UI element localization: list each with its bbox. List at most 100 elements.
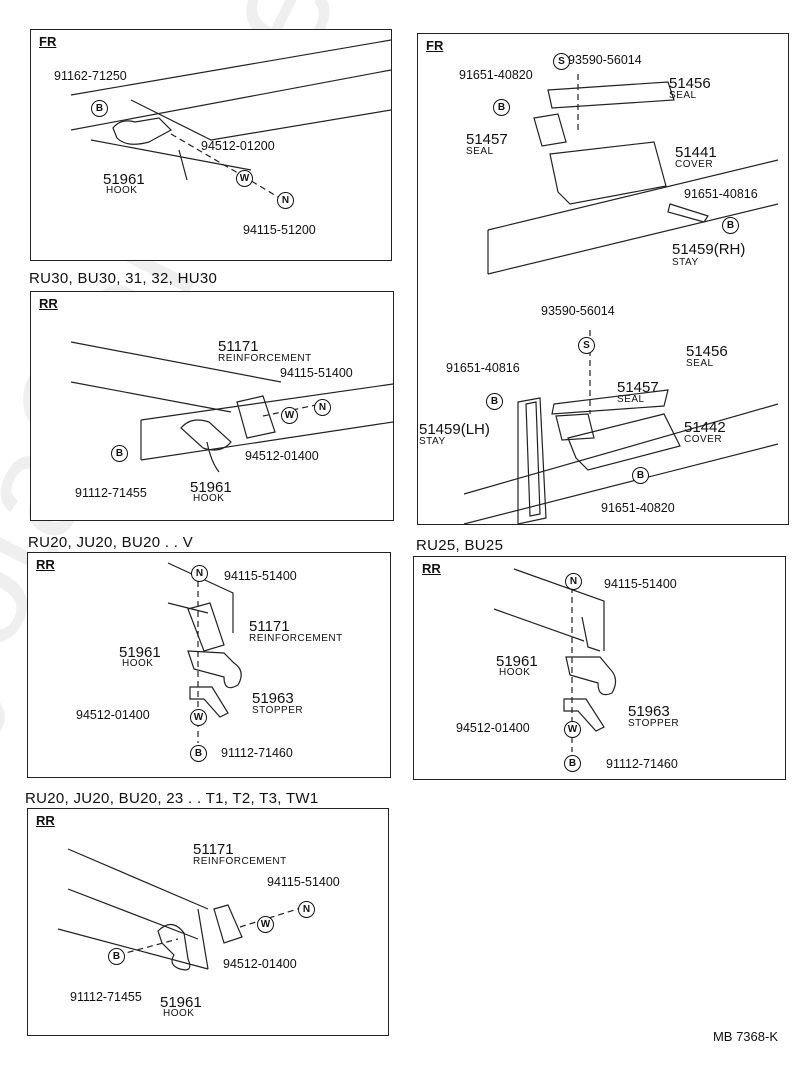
washer-symbol: W bbox=[190, 709, 207, 726]
section-title: RU20, JU20, BU20 . . V bbox=[28, 534, 194, 551]
fr-hook-drawing bbox=[70, 39, 391, 201]
rr-hook-b-drawing bbox=[167, 562, 242, 743]
screw-part-number: 93590-56014 bbox=[541, 304, 615, 318]
bolt-part-number: 91651-40820 bbox=[459, 68, 533, 82]
bolt-symbol: B bbox=[190, 745, 207, 762]
bolt-symbol: B bbox=[493, 99, 510, 116]
nut-symbol: N bbox=[191, 565, 208, 582]
screw-part-number: 93590-56014 bbox=[568, 53, 642, 67]
hook-description: HOOK bbox=[163, 1008, 195, 1019]
nut-symbol: N bbox=[298, 901, 315, 918]
panel-tag-rr: RR bbox=[39, 296, 58, 311]
nut-part-number: 94115-51400 bbox=[280, 366, 353, 380]
fr-cover-drawing bbox=[463, 74, 779, 524]
panel-rr-hook-a: RR W N B bbox=[30, 291, 394, 521]
hook-description: HOOK bbox=[499, 667, 531, 678]
section-title: RU25, BU25 bbox=[416, 537, 504, 554]
stopper-part-number: 51963 bbox=[628, 703, 670, 720]
stopper-description: STOPPER bbox=[252, 705, 304, 716]
washer-part-number: 94512-01400 bbox=[76, 708, 150, 722]
hook-part-number: 51961 bbox=[496, 653, 538, 670]
nut-symbol: N bbox=[565, 573, 582, 590]
panel-tag-fr: FR bbox=[426, 38, 444, 53]
bolt-symbol: B bbox=[722, 217, 739, 234]
rr-hook-c-drawing bbox=[493, 568, 617, 752]
rr-hook-a-drawing bbox=[70, 341, 393, 473]
nut-symbol: N bbox=[277, 192, 294, 209]
reinforcement-description: REINFORCEMENT bbox=[193, 856, 287, 867]
washer-symbol: W bbox=[564, 721, 581, 738]
bolt-symbol: B bbox=[108, 948, 125, 965]
seal-description: SEAL bbox=[466, 146, 494, 157]
washer-part-number: 94512-01200 bbox=[201, 139, 275, 153]
hook-description: HOOK bbox=[122, 658, 154, 669]
hook-part-number: 51961 bbox=[160, 994, 202, 1011]
seal-description: SEAL bbox=[617, 394, 645, 405]
bolt-symbol: B bbox=[486, 393, 503, 410]
nut-part-number: 94115-51400 bbox=[224, 569, 297, 583]
washer-symbol: W bbox=[281, 407, 298, 424]
bolt-symbol: B bbox=[632, 467, 649, 484]
hook-part-number: 51961 bbox=[190, 479, 232, 496]
bolt-part-number: 91112-71455 bbox=[75, 486, 147, 500]
stay-description: STAY bbox=[419, 436, 446, 447]
rr-hook-d-drawing bbox=[57, 848, 305, 971]
washer-part-number: 94512-01400 bbox=[223, 957, 297, 971]
bolt-symbol: B bbox=[111, 445, 128, 462]
seal-part-number: 51457 bbox=[617, 379, 659, 396]
bolt-part-number: 91112-71460 bbox=[221, 746, 293, 760]
bolt-part-number: 91112-71455 bbox=[70, 990, 142, 1004]
bolt-part-number: 91112-71460 bbox=[606, 757, 678, 771]
stay-part-number: 51459(RH) bbox=[672, 241, 746, 258]
washer-symbol: W bbox=[257, 916, 274, 933]
cover-description: COVER bbox=[684, 434, 723, 445]
cover-description: COVER bbox=[675, 159, 714, 170]
reinforcement-description: REINFORCEMENT bbox=[249, 633, 343, 644]
seal-part-number: 51456 bbox=[669, 75, 711, 92]
washer-part-number: 94512-01400 bbox=[456, 721, 530, 735]
seal-part-number: 51456 bbox=[686, 343, 728, 360]
bolt-part-number: 91651-40816 bbox=[684, 187, 758, 201]
section-title: RU30, BU30, 31, 32, HU30 bbox=[29, 270, 218, 287]
bolt-symbol: B bbox=[564, 755, 581, 772]
bolt-part-number: 91162-71250 bbox=[54, 69, 127, 83]
panel-rr-hook-c: RR N W B bbox=[413, 556, 786, 780]
screw-symbol: S bbox=[578, 337, 595, 354]
screw-symbol: S bbox=[553, 53, 570, 70]
panel-tag-rr: RR bbox=[422, 561, 441, 576]
panel-tag-fr: FR bbox=[39, 34, 57, 49]
bolt-part-number: 91651-40820 bbox=[601, 501, 675, 515]
nut-symbol: N bbox=[314, 399, 331, 416]
cover-part-number: 51441 bbox=[675, 144, 717, 161]
washer-part-number: 94512-01400 bbox=[245, 449, 319, 463]
stopper-description: STOPPER bbox=[628, 718, 680, 729]
section-title: RU20, JU20, BU20, 23 . . T1, T2, T3, TW1 bbox=[25, 790, 319, 807]
nut-part-number: 94115-51200 bbox=[243, 223, 316, 237]
cover-part-number: 51442 bbox=[684, 419, 726, 436]
seal-description: SEAL bbox=[686, 358, 714, 369]
seal-part-number: 51457 bbox=[466, 131, 508, 148]
stopper-part-number: 51963 bbox=[252, 690, 294, 707]
document-code: MB 7368-K bbox=[712, 1029, 778, 1044]
nut-part-number: 94115-51400 bbox=[604, 577, 677, 591]
hook-part-number: 51961 bbox=[103, 171, 145, 188]
stay-description: STAY bbox=[672, 257, 699, 268]
panel-tag-rr: RR bbox=[36, 557, 55, 572]
reinforcement-description: REINFORCEMENT bbox=[218, 353, 312, 364]
panel-tag-rr: RR bbox=[36, 813, 55, 828]
panel-fr-cover: FR S B B S B B bbox=[417, 33, 789, 525]
hook-part-number: 51961 bbox=[119, 644, 161, 661]
panel-fr-hook: FR B W N bbox=[30, 29, 392, 261]
hook-description: HOOK bbox=[106, 185, 138, 196]
panel-rr-hook-b: RR N W B bbox=[27, 552, 391, 778]
stay-part-number: 51459(LH) bbox=[419, 421, 490, 438]
panel-rr-hook-d: RR N W B bbox=[27, 808, 389, 1036]
reinforcement-part-number: 51171 bbox=[249, 618, 290, 635]
seal-description: SEAL bbox=[669, 90, 697, 101]
hook-description: HOOK bbox=[193, 493, 225, 504]
nut-part-number: 94115-51400 bbox=[267, 875, 340, 889]
bolt-symbol: B bbox=[91, 100, 108, 117]
reinforcement-part-number: 51171 bbox=[193, 841, 234, 858]
washer-symbol: W bbox=[236, 170, 253, 187]
reinforcement-part-number: 51171 bbox=[218, 338, 259, 355]
